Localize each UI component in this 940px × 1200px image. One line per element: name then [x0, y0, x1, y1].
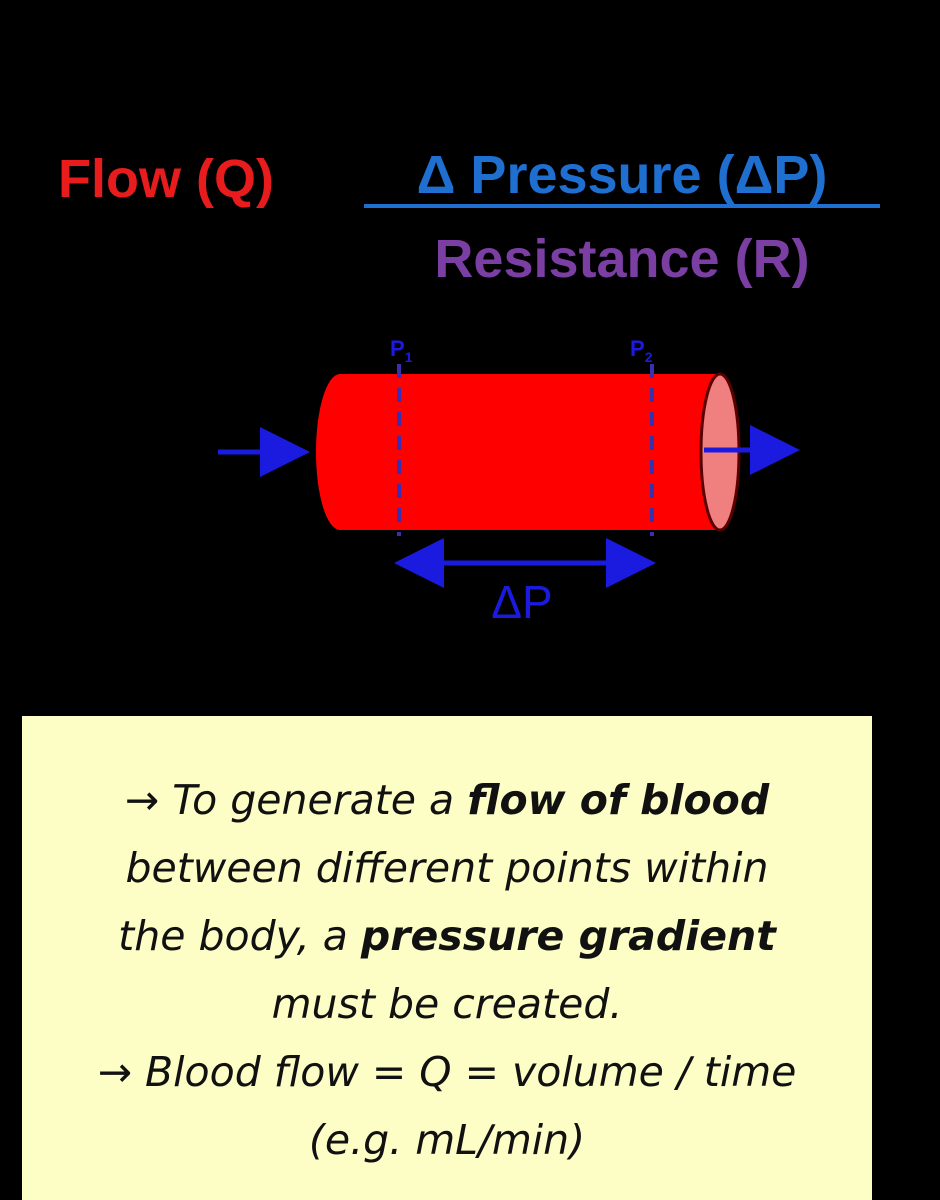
p1-label: P1: [390, 336, 413, 365]
p2-label: P2: [630, 336, 653, 365]
explanation-note: → To generate a flow of blood between di…: [22, 716, 872, 1200]
delta-p-label: ΔP: [491, 576, 552, 628]
resistance-denominator: Resistance (R): [434, 229, 810, 289]
vessel-diagram: P1 P2 ΔP: [218, 336, 800, 628]
note-line-2: between different points within: [125, 844, 769, 892]
bullet-arrow-icon: →: [97, 1048, 132, 1096]
flow-label: Flow (Q): [58, 149, 274, 209]
note-text: → To generate a flow of blood between di…: [22, 766, 872, 1174]
note-line-6: (e.g. mL/min): [308, 1116, 586, 1164]
note-line-3: the body, a pressure gradient: [118, 912, 776, 960]
pressure-numerator: Δ Pressure (ΔP): [364, 148, 880, 208]
bullet-arrow-icon: →: [124, 776, 160, 824]
note-line-1: → To generate a flow of blood: [124, 776, 770, 824]
note-line-5: → Blood flow = Q = volume / time: [97, 1048, 797, 1096]
blood-vessel: [316, 374, 720, 530]
note-line-4: must be created.: [271, 980, 623, 1028]
